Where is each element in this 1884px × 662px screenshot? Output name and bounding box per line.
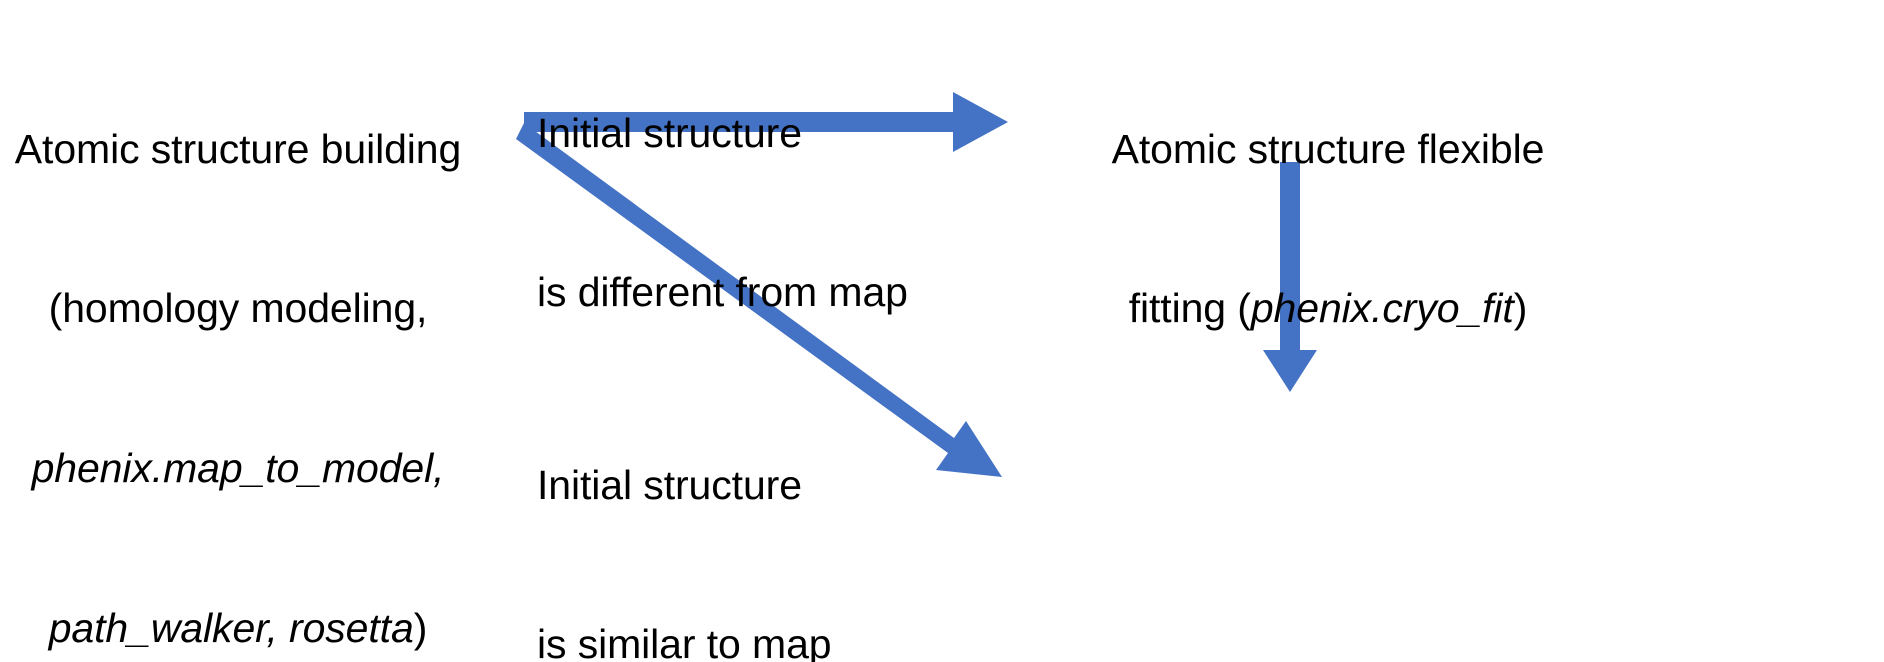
- edge-label-different-from-map: Initial structure is different from map: [537, 0, 927, 426]
- node-flexible-fitting-line-2: fitting (phenix.cryo_fit): [1078, 282, 1578, 335]
- node-flexible-fitting-line-2-italic: phenix.cryo_fit: [1250, 285, 1514, 332]
- node-refinement-line-1: Atomic structure refinement: [1268, 653, 1884, 662]
- node-building-line-1: Atomic structure building: [14, 125, 462, 172]
- node-flexible-fitting-line-1: Atomic structure flexible: [1111, 125, 1545, 172]
- node-building-line-3: phenix.map_to_model,: [31, 445, 445, 492]
- node-building-line-2: (homology modeling,: [48, 285, 428, 332]
- node-building-line-4-tail: ): [413, 605, 428, 652]
- edge-label-similar-to-map: Initial structure is similar to map: [537, 352, 927, 662]
- node-flexible-fitting-line-2-tail: ): [1513, 285, 1528, 332]
- node-flexible-fitting-line-2-head: fitting (: [1128, 285, 1251, 332]
- edge-label-similar-line-1: Initial structure: [537, 461, 802, 508]
- node-atomic-structure-refinement: Atomic structure refinement (phenix.real…: [1268, 546, 1884, 662]
- edge-label-similar-line-2: is similar to map: [537, 621, 832, 662]
- node-atomic-structure-flexible-fitting: Atomic structure flexible fitting (pheni…: [1078, 16, 1578, 442]
- edge-label-different-line-2: is different from map: [537, 269, 908, 316]
- node-atomic-structure-building: Atomic structure building (homology mode…: [8, 16, 468, 662]
- node-building-line-4-italic: path_walker, rosetta: [48, 605, 414, 652]
- edge-label-different-line-1: Initial structure: [537, 109, 802, 156]
- node-building-line-4: path_walker, rosetta): [8, 602, 468, 655]
